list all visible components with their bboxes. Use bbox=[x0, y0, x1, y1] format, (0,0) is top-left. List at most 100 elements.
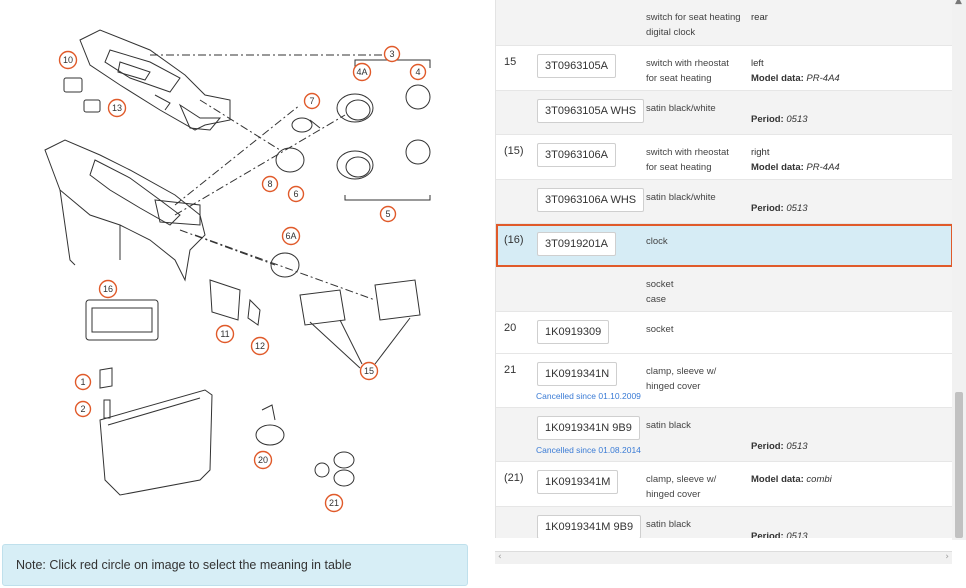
callout-10[interactable]: 10 bbox=[58, 50, 78, 70]
part-description: socket bbox=[646, 322, 673, 337]
vertical-scrollbar[interactable]: ▲ bbox=[952, 0, 966, 540]
callout-2[interactable]: 2 bbox=[74, 400, 92, 418]
callout-circle[interactable] bbox=[58, 50, 78, 70]
callout-label[interactable]: 5 bbox=[385, 209, 390, 219]
callout-circle[interactable] bbox=[359, 361, 379, 381]
description-line: socket bbox=[646, 279, 674, 290]
callout-circle[interactable] bbox=[303, 92, 321, 110]
part-number-button[interactable]: 1K0919341N bbox=[537, 362, 618, 386]
callout-16[interactable]: 16 bbox=[98, 279, 118, 299]
callout-label[interactable]: 11 bbox=[220, 329, 229, 339]
description-line: for seat heating bbox=[646, 73, 712, 84]
callout-11[interactable]: 11 bbox=[215, 324, 235, 344]
callout-1[interactable]: 1 bbox=[74, 373, 92, 391]
callout-6[interactable]: 6 bbox=[287, 185, 305, 203]
callout-label[interactable]: 2 bbox=[80, 404, 85, 414]
description-line: switch with rheostat bbox=[646, 147, 729, 158]
callout-4a[interactable]: 4A bbox=[352, 62, 372, 82]
chevron-left-icon[interactable]: ‹ bbox=[498, 552, 502, 562]
callout-label[interactable]: 4 bbox=[415, 67, 420, 77]
callout-20[interactable]: 20 bbox=[253, 450, 273, 470]
callout-label[interactable]: 10 bbox=[63, 55, 73, 65]
callout-label[interactable]: 15 bbox=[364, 366, 374, 376]
callout-5[interactable]: 5 bbox=[379, 205, 397, 223]
callout-label[interactable]: 21 bbox=[329, 498, 339, 508]
callout-7[interactable]: 7 bbox=[303, 92, 321, 110]
callout-label[interactable]: 16 bbox=[103, 284, 113, 294]
callout-label[interactable]: 20 bbox=[258, 455, 268, 465]
chevron-right-icon[interactable]: › bbox=[945, 552, 949, 562]
callout-label[interactable]: 7 bbox=[309, 96, 314, 106]
callout-circle[interactable] bbox=[250, 336, 270, 356]
callout-label[interactable]: 12 bbox=[255, 341, 265, 351]
callout-6a[interactable]: 6A bbox=[281, 226, 301, 246]
period: Period: 0513 bbox=[751, 114, 808, 125]
part-description: satin black/white bbox=[646, 190, 716, 205]
description-line: satin black/white bbox=[646, 103, 716, 114]
part-number-button[interactable]: 3T0919201A bbox=[537, 232, 616, 256]
part-number-button[interactable]: 3T0963105A WHS bbox=[537, 99, 645, 123]
description-line: clock bbox=[646, 236, 668, 247]
part-number-button[interactable]: 1K0919341N 9B9 bbox=[537, 416, 640, 440]
callout-15[interactable]: 15 bbox=[359, 361, 379, 381]
callout-circle[interactable] bbox=[409, 63, 427, 81]
callout-circle[interactable] bbox=[74, 373, 92, 391]
callout-3[interactable]: 3 bbox=[383, 45, 401, 63]
description-line: hinged cover bbox=[646, 381, 701, 392]
part-number-button[interactable]: 3T0963106A WHS bbox=[537, 188, 645, 212]
callout-circle[interactable] bbox=[98, 279, 118, 299]
callout-circle[interactable] bbox=[107, 98, 127, 118]
callout-label[interactable]: 13 bbox=[112, 103, 122, 113]
callout-13[interactable]: 13 bbox=[107, 98, 127, 118]
callout-circle[interactable] bbox=[352, 62, 372, 82]
description-line: satin black bbox=[646, 519, 691, 530]
part-number-button[interactable]: 1K0919309 bbox=[537, 320, 610, 344]
horizontal-scrollbar[interactable]: ‹ › bbox=[495, 551, 952, 564]
callout-label[interactable]: 1 bbox=[80, 377, 85, 387]
callout-circle[interactable] bbox=[383, 45, 401, 63]
vertical-scrollbar-thumb[interactable] bbox=[955, 392, 963, 538]
description-line: digital clock bbox=[646, 27, 696, 38]
part-description: satin black bbox=[646, 517, 691, 532]
part-number-button[interactable]: 1K0919341M bbox=[537, 470, 619, 494]
callout-circle[interactable] bbox=[379, 205, 397, 223]
chevron-up-icon[interactable]: ▲ bbox=[955, 0, 962, 6]
callout-circle[interactable] bbox=[215, 324, 235, 344]
description-line: for seat heating bbox=[646, 162, 712, 173]
callout-circle[interactable] bbox=[287, 185, 305, 203]
callout-circle[interactable] bbox=[324, 493, 344, 513]
callout-circle[interactable] bbox=[281, 226, 301, 246]
callout-12[interactable]: 12 bbox=[250, 336, 270, 356]
callout-label[interactable]: 8 bbox=[267, 179, 272, 189]
callout-circle[interactable] bbox=[261, 175, 279, 193]
callout-circle[interactable] bbox=[74, 400, 92, 418]
period: Period: 0513 bbox=[751, 441, 808, 452]
callout-label[interactable]: 3 bbox=[389, 49, 394, 59]
part-number-button[interactable]: 3T0963105A bbox=[537, 54, 616, 78]
callout-circle[interactable] bbox=[253, 450, 273, 470]
callout-21[interactable]: 21 bbox=[324, 493, 344, 513]
part-number-button[interactable]: 1K0919341M 9B9 bbox=[537, 515, 642, 538]
callout-8[interactable]: 8 bbox=[261, 175, 279, 193]
period-label: Period: bbox=[751, 203, 784, 214]
callout-label[interactable]: 4A bbox=[356, 67, 367, 77]
model-data: Model data: combi bbox=[751, 472, 832, 487]
part-number-button[interactable]: 3T0963106A bbox=[537, 143, 616, 167]
callout-4[interactable]: 4 bbox=[409, 63, 427, 81]
callout-label[interactable]: 6 bbox=[293, 189, 298, 199]
callout-label[interactable]: 6A bbox=[285, 231, 296, 241]
